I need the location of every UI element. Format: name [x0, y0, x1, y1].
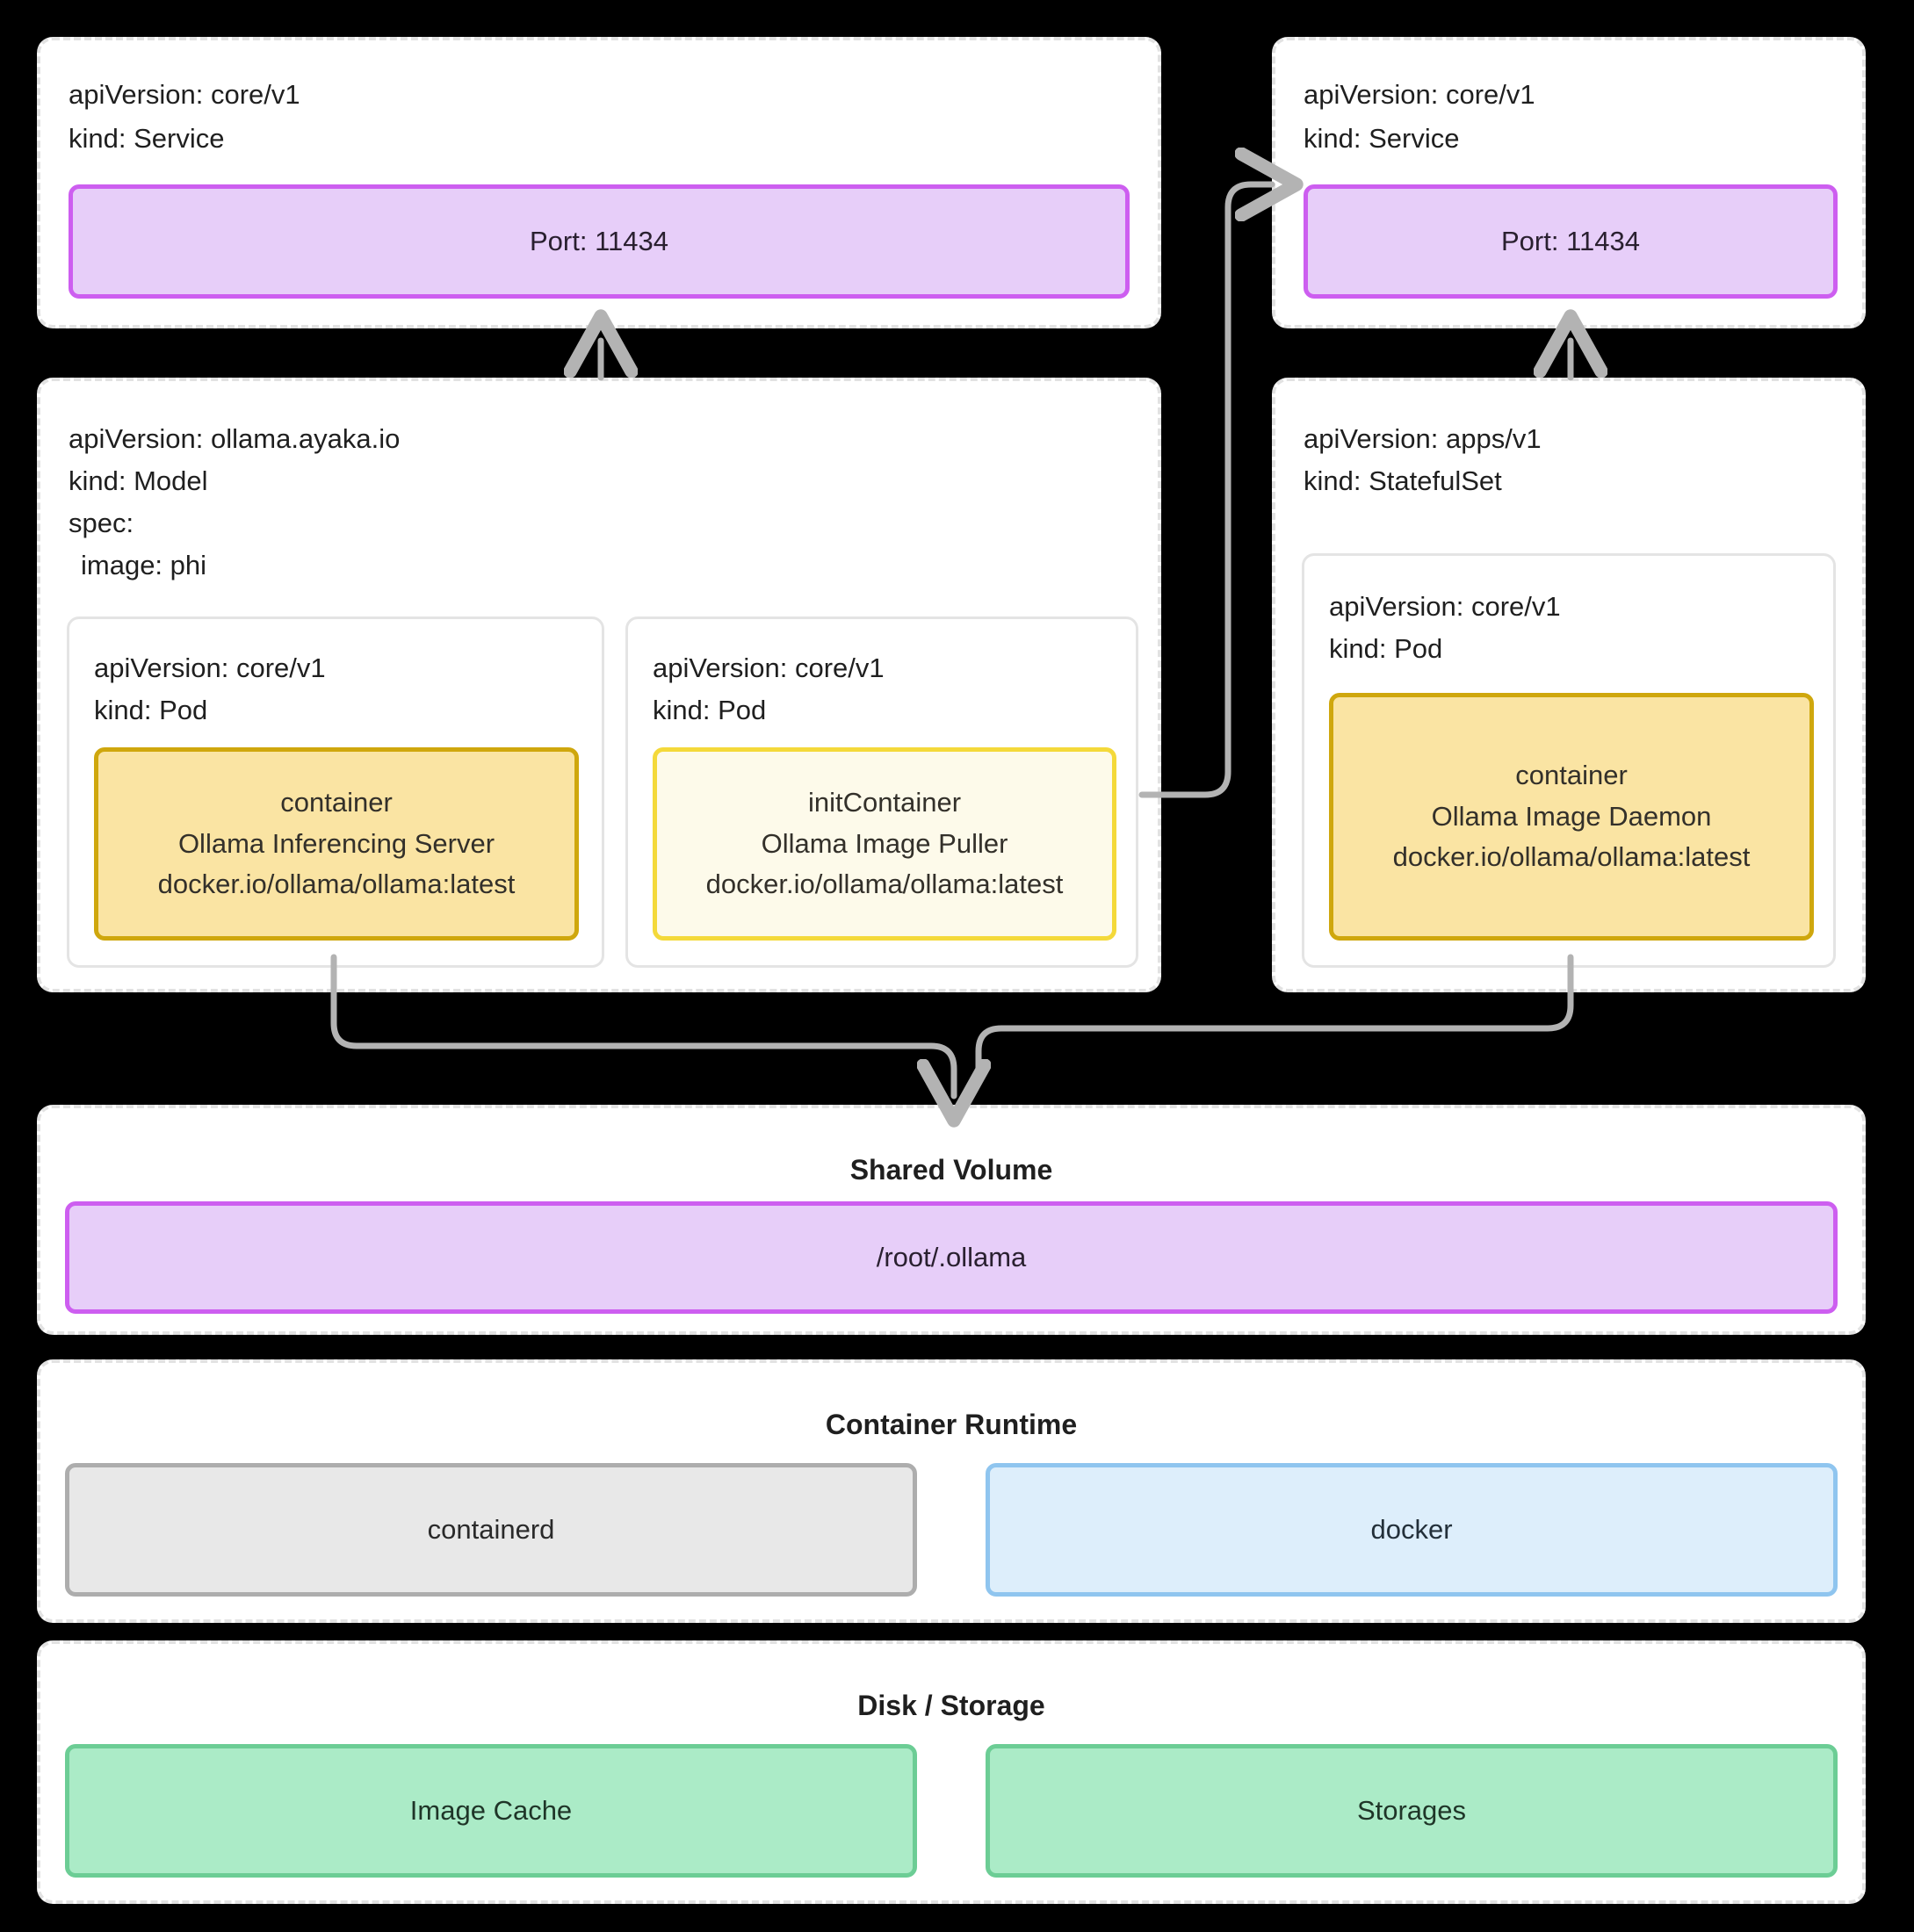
container-runtime-box: Container Runtime containerd docker — [37, 1359, 1866, 1623]
service-left-box: apiVersion: core/v1 kind: Service Port: … — [37, 37, 1161, 328]
disk-storage-box: Disk / Storage Image Cache Storages — [37, 1640, 1866, 1904]
shared-volume-box: Shared Volume /root/.ollama — [37, 1105, 1866, 1335]
disk-storage-title: Disk / Storage — [857, 1690, 1045, 1721]
service-right-port-node[interactable]: Port: 11434 — [1304, 184, 1838, 299]
service-left-apiversion: apiVersion: core/v1 — [69, 79, 300, 110]
model-pod-inferencing: apiVersion: core/v1 kind: Pod container … — [67, 616, 604, 968]
storage-item-image-cache-label: Image Cache — [409, 1794, 573, 1826]
container-image-label: docker.io/ollama/ollama:latest — [157, 869, 516, 900]
service-left-port-node[interactable]: Port: 11434 — [69, 184, 1130, 299]
container-name-label: Ollama Inferencing Server — [177, 827, 495, 859]
storage-item-storages[interactable]: Storages — [986, 1744, 1838, 1878]
runtime-item-docker[interactable]: docker — [986, 1463, 1838, 1597]
storage-item-storages-label: Storages — [1356, 1794, 1467, 1826]
statefulset-pod-kind: kind: Pod — [1329, 633, 1443, 664]
initcontainer-role-label: initContainer — [807, 787, 962, 818]
daemon-image-label: docker.io/ollama/ollama:latest — [1392, 841, 1751, 873]
runtime-item-containerd[interactable]: containerd — [65, 1463, 917, 1597]
statefulset-box: apiVersion: apps/v1 kind: StatefulSet ap… — [1272, 378, 1866, 992]
model-spec-image: image: phi — [81, 550, 207, 580]
model-pod-image-puller-initcontainer[interactable]: initContainer Ollama Image Puller docker… — [653, 747, 1116, 941]
statefulset-pod: apiVersion: core/v1 kind: Pod container … — [1302, 553, 1836, 968]
model-pod-image-puller-apiversion: apiVersion: core/v1 — [653, 652, 885, 683]
container-runtime-title: Container Runtime — [825, 1409, 1078, 1440]
statefulset-pod-apiversion: apiVersion: core/v1 — [1329, 591, 1561, 622]
model-pod-image-puller-kind: kind: Pod — [653, 695, 767, 725]
storage-item-image-cache[interactable]: Image Cache — [65, 1744, 917, 1878]
model-pod-inferencing-apiversion: apiVersion: core/v1 — [94, 652, 326, 683]
service-left-port-label: Port: 11434 — [530, 225, 668, 256]
service-right-kind: kind: Service — [1304, 123, 1460, 154]
initcontainer-name-label: Ollama Image Puller — [761, 827, 1008, 859]
model-pod-image-puller: apiVersion: core/v1 kind: Pod initContai… — [625, 616, 1138, 968]
model-kind: kind: Model — [69, 465, 208, 496]
model-pod-inferencing-kind: kind: Pod — [94, 695, 208, 725]
model-apiversion: apiVersion: ollama.ayaka.io — [69, 423, 401, 454]
runtime-item-docker-label: docker — [1370, 1513, 1453, 1545]
daemon-role-label: container — [1515, 760, 1628, 791]
shared-volume-path-label: /root/.ollama — [876, 1241, 1027, 1272]
container-role-label: container — [280, 787, 393, 818]
daemon-name-label: Ollama Image Daemon — [1431, 800, 1712, 832]
initcontainer-image-label: docker.io/ollama/ollama:latest — [705, 869, 1064, 900]
statefulset-pod-container[interactable]: container Ollama Image Daemon docker.io/… — [1329, 693, 1814, 941]
model-box: apiVersion: ollama.ayaka.io kind: Model … — [37, 378, 1161, 992]
shared-volume-title: Shared Volume — [849, 1154, 1053, 1186]
service-left-kind: kind: Service — [69, 123, 225, 154]
runtime-item-containerd-label: containerd — [427, 1513, 555, 1545]
statefulset-apiversion: apiVersion: apps/v1 — [1304, 423, 1542, 454]
service-right-port-label: Port: 11434 — [1501, 225, 1640, 256]
connector-initcontainer-to-service-right — [1138, 184, 1272, 798]
statefulset-kind: kind: StatefulSet — [1304, 465, 1502, 496]
shared-volume-path-node[interactable]: /root/.ollama — [65, 1201, 1838, 1314]
model-pod-inferencing-container[interactable]: container Ollama Inferencing Server dock… — [94, 747, 579, 941]
service-right-apiversion: apiVersion: core/v1 — [1304, 79, 1535, 110]
model-spec-key: spec: — [69, 508, 134, 538]
service-right-box: apiVersion: core/v1 kind: Service Port: … — [1272, 37, 1866, 328]
